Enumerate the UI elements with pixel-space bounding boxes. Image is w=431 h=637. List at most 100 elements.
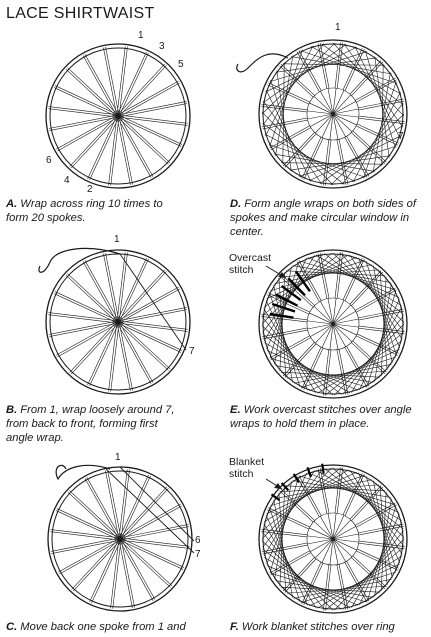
diagram-f-blanket-stitches — [258, 463, 408, 614]
overcast-stitch-mark — [295, 270, 311, 292]
angle-wrap — [266, 258, 307, 350]
angle-wrap — [262, 468, 341, 531]
center-knot — [115, 319, 121, 325]
angle-wrap — [275, 365, 374, 383]
angle-wrap — [343, 43, 404, 128]
angle-wrap — [263, 469, 349, 523]
angle-wrap — [266, 473, 307, 565]
angle-wrap — [330, 113, 405, 186]
angle-wrap — [269, 507, 301, 602]
label-line: stitch — [229, 468, 254, 480]
blanket-stitch-label: Blanket stitch — [229, 456, 264, 480]
number-label: 1 — [138, 30, 144, 41]
angle-wrap — [380, 276, 387, 377]
caption-line: Wrap across ring 10 times to — [20, 198, 163, 210]
overcast-stitch-mark — [275, 293, 299, 307]
angle-wrap — [325, 547, 404, 610]
angle-wrap — [261, 325, 334, 396]
loose-thread — [55, 464, 111, 481]
angle-wrap — [309, 348, 400, 392]
blanket-stitch-mark — [321, 463, 325, 474]
angle-wrap — [265, 515, 309, 606]
caption-line: center. — [230, 226, 264, 238]
angle-wrap — [264, 133, 356, 182]
angle-wrap — [363, 81, 397, 179]
number-label: 4 — [64, 175, 70, 186]
angle-wrap — [265, 46, 358, 93]
diagram-c-angle-wraps — [47, 464, 195, 612]
caption-b: B. From 1, wrap loosely around 7, from b… — [6, 403, 211, 445]
angle-wrap — [309, 563, 400, 607]
angle-wrap — [299, 475, 396, 505]
angle-wrap — [265, 89, 312, 182]
label-line: stitch — [229, 264, 254, 276]
angle-wrap — [287, 370, 387, 379]
angle-wrap — [263, 470, 315, 557]
angle-wrap — [342, 315, 404, 395]
angle-wrap — [269, 476, 299, 573]
angle-wrap — [324, 253, 404, 315]
angle-wrap — [262, 122, 345, 185]
caption-line: Move back one spoke from 1 and — [20, 621, 186, 633]
angle-wrap — [262, 468, 324, 548]
angle-wrap — [317, 555, 403, 609]
angle-wrap — [357, 257, 401, 348]
angle-wrap — [265, 45, 314, 137]
loose-thread — [38, 247, 121, 273]
angle-wrap — [274, 481, 292, 580]
angle-wrap — [279, 484, 379, 493]
angle-wrap — [270, 260, 365, 292]
angle-wrap — [319, 124, 404, 185]
angle-wrap — [266, 256, 357, 300]
angle-wrap — [332, 467, 405, 538]
caption-line: angle wrap. — [6, 432, 64, 444]
angle-wrap — [261, 42, 336, 115]
angle-wrap — [262, 100, 323, 185]
angle-wrap — [105, 468, 195, 554]
angle-wrap — [269, 292, 301, 387]
number-label: 2 — [87, 184, 93, 195]
angle-wrap — [263, 255, 315, 342]
angle-wrap — [285, 270, 386, 277]
caption-letter: E. — [230, 404, 241, 416]
angle-wrap — [280, 371, 381, 378]
angle-wrap — [263, 523, 317, 609]
angle-wrap — [264, 342, 351, 394]
angle-wrap — [300, 50, 398, 84]
ring-inner — [49, 47, 187, 185]
label-line: Blanket — [229, 456, 265, 468]
angle-wrap — [373, 265, 393, 364]
angle-wrap — [119, 253, 187, 351]
angle-wrap — [341, 253, 404, 332]
caption-letter: F. — [230, 621, 239, 633]
label-line: Overcast — [229, 252, 272, 264]
angle-wrap — [317, 340, 403, 394]
angle-wrap — [365, 476, 397, 571]
angle-wrap — [324, 468, 404, 530]
angle-wrap — [276, 70, 292, 172]
number-label: 6 — [195, 535, 201, 546]
angle-wrap — [351, 521, 403, 608]
angle-wrap — [365, 261, 397, 356]
angle-wrap — [367, 290, 397, 387]
angle-wrap — [374, 56, 390, 158]
overcast-stitch-mark — [271, 302, 296, 313]
diagram-e-overcast-stitches — [258, 249, 408, 399]
angle-wrap — [269, 261, 299, 358]
angle-wrap — [352, 91, 401, 183]
arrow-head — [274, 483, 282, 489]
ring-inner — [262, 43, 404, 185]
loose-thread — [236, 53, 289, 73]
angle-wrap — [273, 499, 293, 598]
ring-outer — [258, 39, 408, 189]
blanket-stitch-mark — [280, 482, 290, 492]
angle-wrap — [334, 538, 405, 611]
spoke — [307, 533, 359, 545]
angle-wrap — [263, 308, 317, 394]
angle-wrap — [379, 270, 388, 370]
angle-wrap — [270, 358, 367, 388]
angle-wrap — [273, 284, 293, 383]
number-label: 7 — [195, 549, 201, 560]
caption-line: wraps to hold them in place. — [230, 418, 370, 430]
ring-outer — [258, 249, 408, 399]
